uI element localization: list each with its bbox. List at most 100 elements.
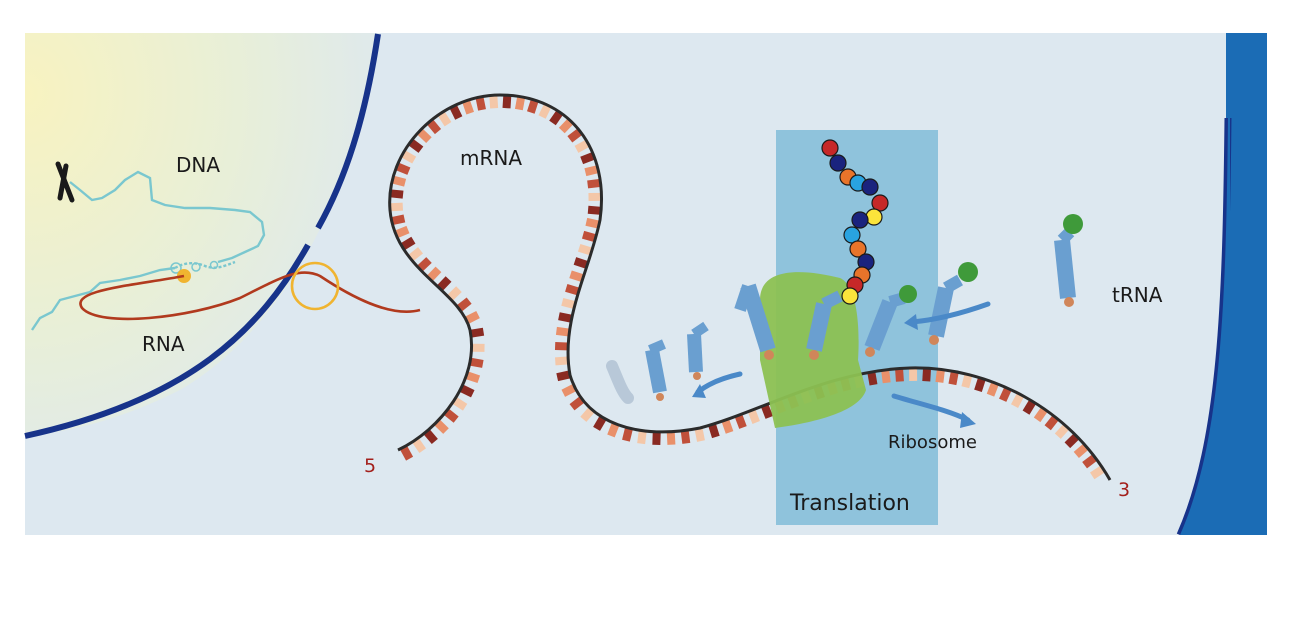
amino-acid xyxy=(849,240,867,258)
codon xyxy=(489,95,499,109)
codon xyxy=(427,266,442,281)
codon xyxy=(1054,424,1069,439)
trna-group xyxy=(606,214,1083,404)
amino-acid xyxy=(861,178,879,196)
codon xyxy=(457,297,472,312)
rna-strand xyxy=(79,271,421,321)
codon xyxy=(580,152,595,165)
amino-acid xyxy=(865,208,883,226)
codon xyxy=(573,257,588,269)
codon xyxy=(895,369,904,382)
codon xyxy=(565,284,579,296)
codon xyxy=(408,247,424,261)
codon xyxy=(1010,393,1024,408)
trna-molecule xyxy=(1054,214,1083,307)
codon xyxy=(412,438,426,453)
nuclear-pore-ring xyxy=(290,261,340,311)
codon xyxy=(680,430,691,444)
codon xyxy=(424,429,438,445)
codon xyxy=(434,419,449,434)
codon xyxy=(460,384,475,398)
translation-label: Translation xyxy=(789,491,910,516)
trna-molecule xyxy=(864,285,917,357)
codon xyxy=(558,312,572,323)
codon xyxy=(452,397,468,411)
codon xyxy=(561,384,576,397)
rna-label: RNA xyxy=(142,332,185,356)
codon xyxy=(1082,454,1097,469)
codon xyxy=(466,371,481,384)
codon xyxy=(580,407,595,422)
codon xyxy=(935,369,945,383)
codon xyxy=(986,382,999,397)
codon xyxy=(470,357,484,368)
three-prime-label: 3 xyxy=(1118,479,1130,501)
dna-label: DNA xyxy=(176,153,220,177)
arrowheads xyxy=(692,314,976,428)
codon xyxy=(581,230,596,242)
codon xyxy=(1073,444,1089,458)
codon xyxy=(867,372,878,386)
codon xyxy=(437,276,452,291)
trna-molecule xyxy=(606,360,634,404)
codon xyxy=(558,119,573,134)
codon xyxy=(427,119,442,135)
codon xyxy=(761,404,774,419)
nucleus-interior xyxy=(25,33,378,436)
codon xyxy=(555,326,569,337)
dna-bubbles xyxy=(170,260,219,274)
codon xyxy=(462,100,474,115)
codon xyxy=(569,396,584,411)
amino-acid xyxy=(841,287,859,305)
codon xyxy=(593,416,607,431)
codon xyxy=(401,150,417,164)
codon xyxy=(538,104,551,119)
trna-molecule xyxy=(806,290,843,360)
codon xyxy=(922,369,931,382)
codon xyxy=(585,217,599,229)
codon xyxy=(417,128,432,144)
codon xyxy=(395,225,410,238)
codon xyxy=(666,432,676,445)
dna-strand xyxy=(31,170,266,331)
codon xyxy=(652,432,661,445)
codon xyxy=(514,97,525,111)
codon xyxy=(400,446,414,461)
codon xyxy=(735,414,747,429)
trna-molecule xyxy=(734,283,776,360)
cell-wall xyxy=(1226,33,1267,535)
codon xyxy=(561,297,575,309)
codon xyxy=(607,423,620,438)
codon xyxy=(587,205,601,215)
codon xyxy=(587,179,601,189)
trna-molecule xyxy=(687,321,709,380)
codon xyxy=(622,428,633,442)
codon xyxy=(569,270,584,282)
amino-acid xyxy=(829,154,847,172)
codon xyxy=(465,311,480,324)
codon xyxy=(391,214,406,225)
codon xyxy=(567,128,582,143)
cell-membrane xyxy=(1176,117,1232,535)
codon xyxy=(390,202,403,212)
codon xyxy=(1022,400,1036,415)
chromosome-icon xyxy=(55,161,75,203)
codon xyxy=(444,409,459,423)
codon xyxy=(999,387,1012,402)
codon xyxy=(708,424,720,439)
ribosome-label: Ribosome xyxy=(888,432,977,453)
codon xyxy=(1033,407,1048,423)
codon xyxy=(881,370,891,384)
codon xyxy=(475,97,486,111)
trna-molecule xyxy=(645,339,667,401)
arrow-icon xyxy=(909,301,991,325)
five-prime-label: 5 xyxy=(364,455,376,477)
codon xyxy=(555,356,568,366)
codon xyxy=(556,370,570,382)
codon xyxy=(392,175,407,187)
codon xyxy=(396,162,411,175)
codon xyxy=(974,378,986,393)
codon xyxy=(438,111,452,127)
codon xyxy=(417,257,432,272)
nuclear-membrane-lower xyxy=(24,243,311,439)
